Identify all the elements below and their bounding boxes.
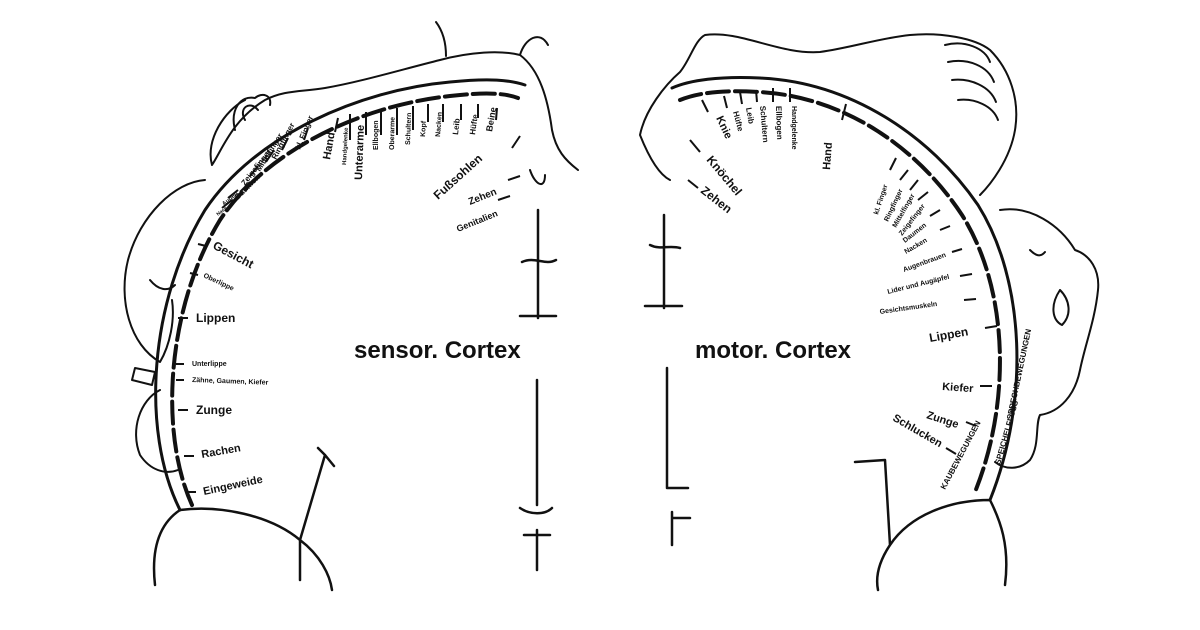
sensory-hemisphere bbox=[123, 21, 579, 592]
motor-label-zunge: Zunge bbox=[925, 409, 960, 431]
sensory-label-zehen: Zehen bbox=[467, 187, 498, 208]
sensory-tick-17 bbox=[249, 165, 259, 177]
sensory-cortex-outline bbox=[154, 78, 527, 512]
sensory-tick-22 bbox=[189, 272, 199, 276]
sensory-tick-14 bbox=[303, 127, 309, 141]
sensory-label-nacken: Nacken bbox=[435, 112, 444, 137]
sensory-homunculus-face bbox=[123, 179, 206, 473]
motor-tick-16 bbox=[959, 273, 973, 277]
motor-tick-17 bbox=[963, 298, 977, 301]
motor-label-schultern: Schultern bbox=[758, 105, 770, 143]
motor-tick-11 bbox=[909, 179, 919, 191]
motor-homunculus-hand bbox=[944, 42, 999, 121]
motor-tick-8 bbox=[841, 103, 847, 121]
motor-homunculus-face bbox=[994, 208, 1100, 469]
motor-label-gesichtsmuskeln: Gesichtsmuskeln bbox=[879, 301, 937, 316]
motor-tick-10 bbox=[899, 169, 909, 181]
arc-label-kaubewegungen: KAUBEWEGUNGEN bbox=[939, 419, 983, 491]
sensory-tick-1 bbox=[507, 175, 521, 181]
sensory-label-unterarme: Unterarme bbox=[353, 125, 367, 180]
motor-tick-2 bbox=[701, 99, 709, 113]
sensory-tick-21 bbox=[197, 243, 207, 247]
motor-tick-15 bbox=[951, 248, 963, 253]
sensory-tick-0 bbox=[497, 195, 511, 201]
motor-sulcus-line bbox=[643, 213, 692, 547]
sensory-label-zunge: Zunge bbox=[196, 403, 232, 417]
sensory-tick-13 bbox=[334, 117, 339, 133]
motor-tick-3 bbox=[723, 95, 728, 109]
sensory-homunculus-body bbox=[209, 21, 579, 185]
motor-tick-4 bbox=[739, 91, 743, 105]
motor-tick-13 bbox=[929, 209, 941, 217]
motor-tick-18 bbox=[984, 325, 998, 329]
motor-cortex-title: motor. Cortex bbox=[695, 337, 852, 364]
sensory-label-gesicht: Gesicht bbox=[211, 238, 256, 271]
sensory-sulcus-line bbox=[518, 208, 558, 572]
sensory-label-rachen: Rachen bbox=[200, 442, 241, 461]
motor-brainstem-outline bbox=[853, 458, 1008, 592]
sensory-label-zähne-gaumen-kiefer: Zähne, Gaumen, Kiefer bbox=[192, 377, 269, 387]
motor-label-augenbrauen: Augenbrauen bbox=[902, 252, 947, 274]
sensory-label-unterlippe: Unterlippe bbox=[192, 361, 227, 368]
sensory-label-oberlippe: Oberlippe bbox=[202, 272, 235, 292]
sensory-label-kopf: Kopf bbox=[420, 120, 428, 137]
motor-tick-0 bbox=[687, 179, 699, 189]
motor-label-hüfte: Hüfte bbox=[731, 110, 745, 133]
motor-tick-20 bbox=[965, 421, 977, 427]
sensory-labels: GenitalienZehenFußsohlenBeineHüfteLeibNa… bbox=[176, 104, 521, 498]
sensory-tick-3 bbox=[495, 107, 498, 121]
motor-label-lider-und-augäpfel: Lider und Augäpfel bbox=[887, 274, 950, 296]
motor-tick-1 bbox=[689, 139, 701, 153]
sensory-tick-19 bbox=[227, 189, 239, 199]
sensory-label-eingeweide: Eingeweide bbox=[202, 474, 264, 498]
motor-tick-9 bbox=[889, 157, 897, 171]
motor-tick-12 bbox=[917, 191, 929, 201]
motor-label-handgelenke: Handgelenke bbox=[790, 106, 797, 150]
sensory-label-beine: Beine bbox=[484, 106, 498, 132]
sensory-cortex-band bbox=[170, 91, 520, 507]
sensory-label-lippen: Lippen bbox=[196, 311, 235, 325]
sensory-cortex-title: sensor. Cortex bbox=[354, 337, 521, 364]
motor-label-leib: Leib bbox=[744, 107, 756, 125]
sensory-label-handgelenke: Handgelenke bbox=[342, 127, 350, 165]
motor-label-hand: Hand bbox=[821, 142, 835, 170]
motor-label-lippen: Lippen bbox=[928, 324, 969, 345]
sensory-tick-16 bbox=[265, 149, 275, 163]
motor-cortex-outline bbox=[670, 76, 1019, 502]
motor-homunculus-body bbox=[639, 33, 1018, 196]
motor-tick-14 bbox=[939, 225, 951, 231]
motor-hemisphere bbox=[639, 33, 1100, 592]
sensory-label-leib: Leib bbox=[451, 118, 462, 135]
sensory-brainstem-outline bbox=[152, 446, 336, 592]
motor-label-kiefer: Kiefer bbox=[942, 381, 975, 395]
sensory-label-genitalien: Genitalien bbox=[455, 208, 499, 234]
motor-tick-5 bbox=[755, 89, 758, 103]
sensory-label-oberarme: Oberarme bbox=[389, 117, 397, 150]
sensory-tick-15 bbox=[281, 137, 289, 151]
sensory-label-schultern: Schultern bbox=[405, 113, 413, 146]
sensory-tick-2 bbox=[511, 135, 521, 149]
motor-cortex-band bbox=[678, 89, 1002, 494]
sensory-label-hüfte: Hüfte bbox=[468, 113, 480, 135]
sensory-label-ellbogen: Ellbogen bbox=[373, 120, 380, 150]
sensory-homunculus-hand bbox=[232, 93, 272, 131]
motor-tick-21 bbox=[945, 447, 957, 455]
motor-label-ellbogen: Ellbogen bbox=[774, 106, 784, 140]
motor-label-knie: Knie bbox=[713, 114, 734, 141]
sensory-label-hand: Hand bbox=[321, 131, 338, 160]
sensory-tick-18 bbox=[239, 181, 251, 193]
sensory-tick-20 bbox=[221, 199, 233, 209]
